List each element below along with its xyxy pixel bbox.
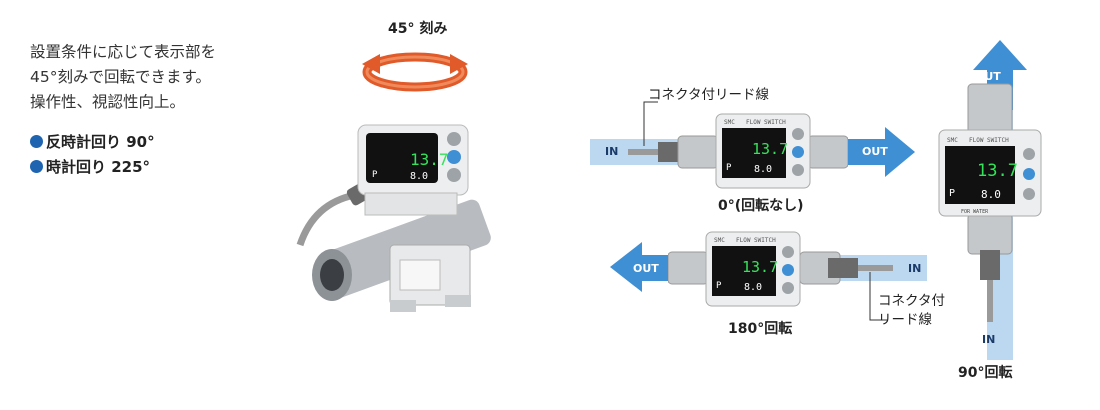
bullet-ccw: 反時計回り 90° <box>30 130 155 155</box>
description-line-3: 操作性、視認性向上。 <box>30 93 186 111</box>
svg-text:P: P <box>949 188 955 199</box>
top-connector-note: コネクタ付リード線 <box>648 87 769 103</box>
vertical-in-label: IN <box>982 333 996 346</box>
svg-text:8.0: 8.0 <box>981 188 1001 201</box>
description-text: 設置条件に応じて表示部を 45°刻みで回転できます。 操作性、視認性向上。 <box>30 40 216 115</box>
bottom-out-label: OUT <box>633 262 659 275</box>
bottom-in-label: IN <box>908 262 922 275</box>
top-in-label: IN <box>605 145 619 158</box>
bottom-caption: 180°回転 <box>728 321 793 337</box>
svg-text:SMC: SMC <box>947 137 958 144</box>
svg-text:SMC: SMC <box>714 237 725 244</box>
vertical-caption: 90°回転 <box>958 365 1013 381</box>
device-bottom-image: SMC FLOW SWITCH 13.7 P 8.0 <box>668 231 893 307</box>
bottom-connector-note: コネクタ付 リード線 <box>878 292 945 330</box>
top-connector-leader <box>643 101 658 146</box>
svg-text:8.0: 8.0 <box>754 164 772 175</box>
bullet-dot-icon <box>30 135 43 148</box>
bullet-cw: 時計回り 225° <box>30 155 155 180</box>
svg-text:SMC: SMC <box>724 119 735 126</box>
svg-text:FLOW SWITCH: FLOW SWITCH <box>736 237 776 244</box>
bullet-dot-icon <box>30 160 43 173</box>
description-line-2: 45°刻みで回転できます。 <box>30 68 211 86</box>
bottom-connector-note-line-1: コネクタ付 <box>878 293 945 309</box>
svg-text:13.7: 13.7 <box>410 150 449 169</box>
svg-text:13.7: 13.7 <box>742 258 778 276</box>
svg-text:P: P <box>726 163 732 173</box>
device-isometric-image: 13.7 P 8.0 <box>296 124 491 312</box>
svg-text:FLOW SWITCH: FLOW SWITCH <box>969 137 1009 144</box>
svg-text:FLOW SWITCH: FLOW SWITCH <box>746 119 786 126</box>
svg-text:8.0: 8.0 <box>410 171 428 182</box>
device-top-image: SMC FLOW SWITCH 13.7 P 8.0 <box>628 113 848 189</box>
bottom-connector-note-line-2: リード線 <box>878 312 932 328</box>
top-caption: 0°(回転なし) <box>718 198 804 214</box>
device-vertical-image: SMC FLOW SWITCH 13.7 P 8.0 FOR WATER <box>938 83 1042 322</box>
svg-text:P: P <box>716 281 722 291</box>
svg-text:13.7: 13.7 <box>752 140 788 158</box>
bottom-connector-leader <box>869 272 888 321</box>
rotation-step-label: 45° 刻み <box>388 21 448 37</box>
rotation-bullets: 反時計回り 90° 時計回り 225° <box>30 130 155 180</box>
description-line-1: 設置条件に応じて表示部を <box>30 43 217 61</box>
svg-text:FOR WATER: FOR WATER <box>961 209 989 215</box>
vertical-out-label: OUT <box>975 70 1001 83</box>
svg-text:8.0: 8.0 <box>744 282 762 293</box>
svg-text:13.7: 13.7 <box>977 161 1018 181</box>
top-out-label: OUT <box>862 145 888 158</box>
svg-text:P: P <box>372 170 378 180</box>
rotation-arrow-icon <box>362 52 468 92</box>
